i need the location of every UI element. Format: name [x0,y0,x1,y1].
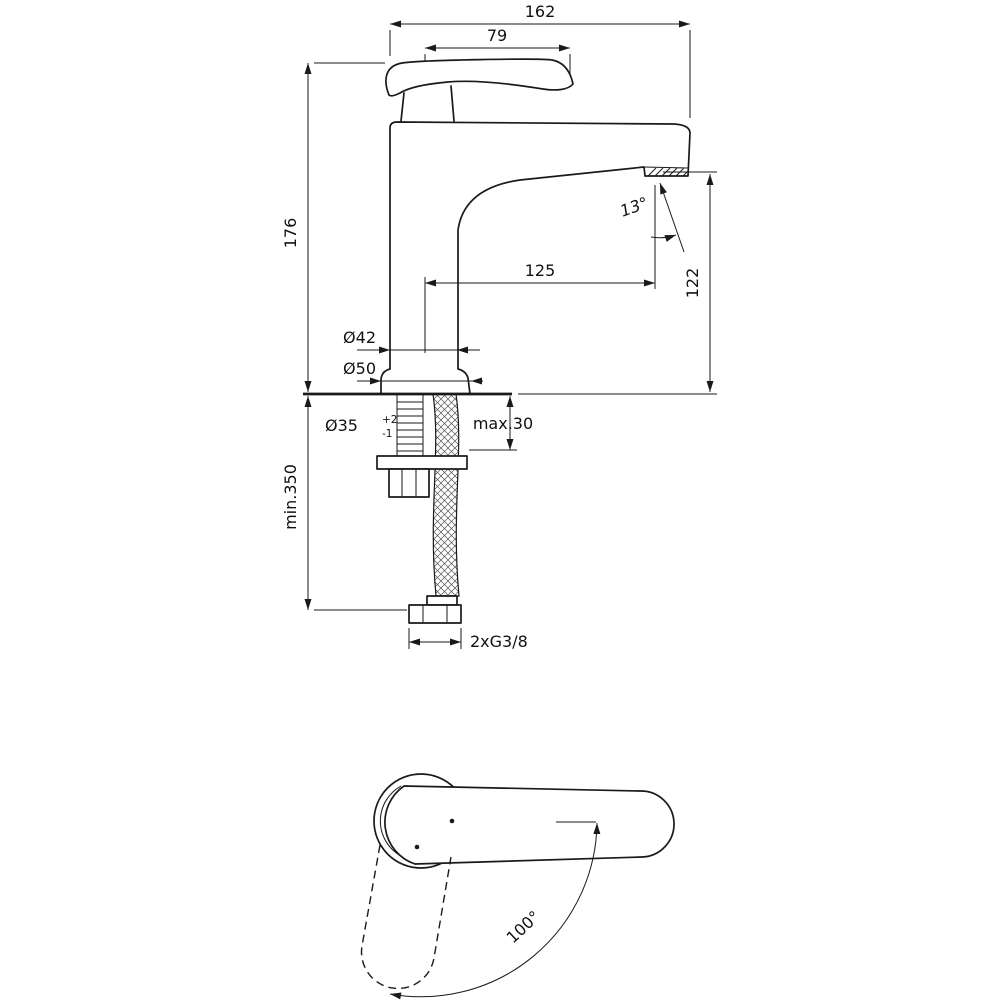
dim-body-diameter-label: Ø42 [343,328,376,347]
dimension-dia50: Ø50 [343,359,483,385]
side-view: 162 79 176 min.350 122 1 [281,2,717,651]
dim-base-diameter-label: Ø50 [343,359,376,378]
dimension-79: 79 [424,26,571,75]
dimension-connection: 2xG3/8 [408,628,528,651]
lever-rotated-dashed [360,844,452,990]
mounting-nut [388,468,430,498]
dimension-dia42: Ø42 [343,328,480,354]
mounting-washer [376,455,468,470]
dimension-13deg: 13° [618,182,685,253]
supply-hose [432,393,460,597]
dim-swivel-angle-label: 100° [503,907,544,947]
cartridge-neck [400,85,455,122]
indicator-dot-1 [449,818,455,824]
dimension-min350: min.350 [281,396,407,611]
dimension-dia35: Ø35 +2 -1 [325,414,397,440]
dimension-122: 122 [518,171,717,395]
dim-supply-connection-label: 2xG3/8 [470,632,528,651]
dim-max-deck-thickness-label: max.30 [473,414,533,433]
dim-body-height-label: 176 [281,218,300,249]
dim-hole-diameter-label: Ø35 [325,416,358,435]
dim-hole-tol-minus-label: -1 [382,428,392,440]
dim-hole-tol-plus-label: +2 [382,414,397,426]
dim-outlet-angle-label: 13° [618,193,651,221]
faucet-body-outline [380,58,691,395]
dim-outlet-height-label: 122 [683,268,702,299]
lever-plan-outline [384,785,675,865]
dim-overall-width-label: 162 [525,2,556,21]
dimension-max30: max.30 [469,396,533,451]
hose-end-nut [408,595,462,624]
dim-spout-reach-label: 125 [525,261,556,280]
dim-lever-length-label: 79 [487,26,507,45]
top-view: 100° [360,773,675,1000]
dimension-125: 125 [424,185,656,353]
indicator-dot-2 [414,844,420,850]
below-deck-assembly [376,393,468,624]
dimension-162: 162 [389,2,691,118]
lever-handle-outline [385,58,574,97]
dim-min-hose-length-label: min.350 [281,464,300,530]
dimension-176: 176 [281,62,385,392]
